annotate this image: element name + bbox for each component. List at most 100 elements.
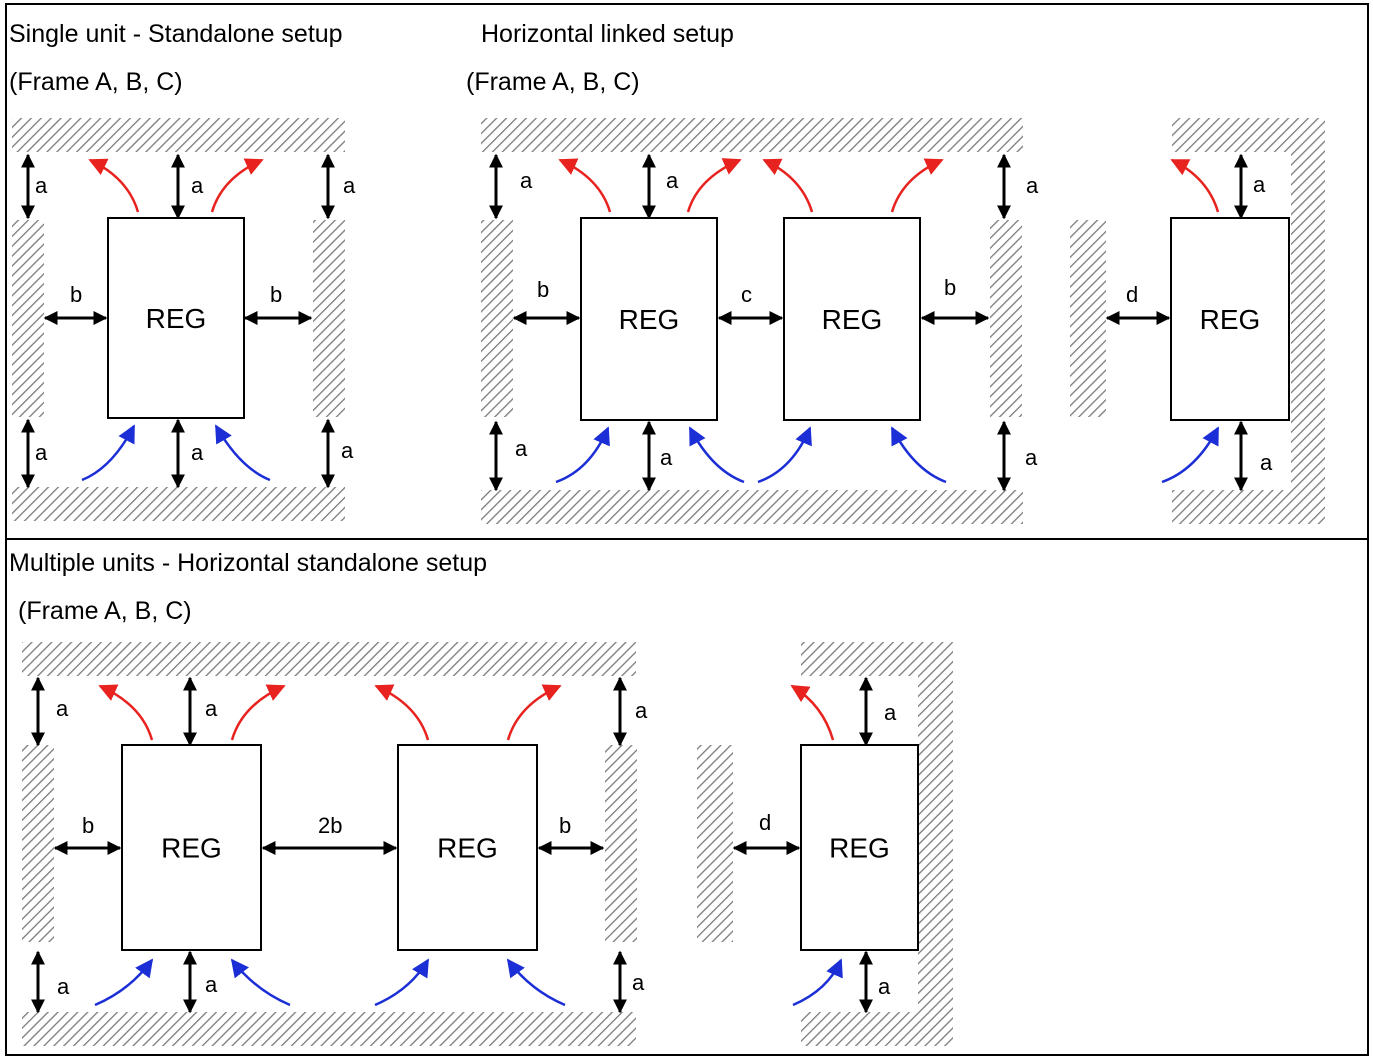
linked-setup-subtitle: (Frame A, B, C) [466, 68, 640, 96]
reg-unit-label: REG [619, 304, 680, 335]
intake-airflow-arrow [757, 426, 812, 484]
multiple-units-subtitle: (Frame A, B, C) [18, 597, 192, 625]
intake-airflow-arrow [792, 958, 843, 1007]
clearance-label-a: a [1026, 173, 1039, 198]
reg-unit-label: REG [161, 833, 222, 864]
reg-unit-box [1170, 217, 1290, 421]
intake-airflow-arrow [890, 426, 947, 484]
exhaust-airflow-arrow [686, 158, 742, 213]
reg-unit-box [800, 744, 919, 951]
clearance-label-d: d [1126, 282, 1138, 307]
clearance-label-b: b [70, 282, 82, 307]
wall-hatch [22, 642, 636, 676]
exhaust-airflow-arrow [890, 158, 944, 213]
clearance-label-a: a [515, 436, 528, 461]
wall-hatch [1172, 490, 1325, 524]
clearance-label-b: b [559, 813, 571, 838]
linked-setup-title: Horizontal linked setup [481, 20, 734, 48]
intake-airflow-arrow [506, 958, 566, 1007]
wall-hatch [22, 745, 54, 942]
clearance-label-a: a [1253, 172, 1266, 197]
clearance-label-a: a [666, 168, 679, 193]
wall-hatch [12, 220, 44, 417]
clearance-label-a: a [343, 173, 356, 198]
reg-unit-box [397, 744, 538, 951]
intake-airflow-arrow [94, 958, 154, 1007]
wall-hatch [801, 1012, 953, 1046]
wall-hatch [12, 118, 345, 152]
wall-hatch [918, 642, 953, 1046]
clearance-label-two_b: 2b [318, 813, 342, 838]
wall-hatch [12, 487, 345, 521]
clearance-label-b: b [944, 275, 956, 300]
intake-airflow-arrow [688, 426, 745, 484]
clearance-label-a: a [1260, 450, 1273, 475]
exhaust-airflow-arrow [98, 684, 154, 741]
clearance-label-c: c [741, 282, 752, 307]
clearance-label-a: a [635, 698, 648, 723]
intake-airflow-arrow [555, 426, 610, 484]
reg-unit-label: REG [437, 833, 498, 864]
units-layer [107, 217, 1290, 951]
clearance-label-a: a [191, 440, 204, 465]
single-unit-subtitle: (Frame A, B, C) [9, 68, 183, 96]
clearance-label-a: a [56, 696, 69, 721]
reg-unit-box [107, 217, 245, 419]
reg-unit-box [783, 217, 921, 421]
intake-airflow-arrow [1161, 426, 1220, 484]
clearance-label-a: a [878, 974, 891, 999]
exhaust-airflow-arrow [506, 684, 562, 741]
clearance-label-b: b [82, 813, 94, 838]
dimension-arrows-layer [21, 153, 1248, 1014]
reg-unit-box [121, 744, 262, 951]
reg-unit-label: REG [146, 303, 207, 334]
wall-hatch [697, 745, 733, 942]
clearance-label-a: a [35, 440, 48, 465]
clearance-label-b: b [270, 282, 282, 307]
clearance-label-a: a [205, 972, 218, 997]
clearance-label-a: a [57, 974, 70, 999]
walls-layer [12, 118, 1325, 1046]
wall-hatch [313, 220, 345, 417]
intake-airflow-arrow [214, 424, 271, 482]
exhaust-airflow-arrow [374, 684, 430, 741]
wall-hatch [481, 220, 513, 417]
wall-hatch [1070, 220, 1106, 417]
top-panel-cell [5, 3, 1369, 540]
exhaust-airflow-arrow [230, 684, 286, 741]
intake-airflow-arrow [81, 424, 136, 482]
exhaust-airflow-arrow [210, 158, 264, 213]
wall-hatch [990, 220, 1022, 417]
clearance-label-a: a [35, 173, 48, 198]
clearance-label-a: a [660, 445, 673, 470]
reg-unit-box [580, 217, 718, 421]
clearance-label-a: a [632, 970, 645, 995]
wall-hatch [22, 1012, 636, 1046]
wall-hatch [481, 118, 1023, 152]
exhaust-airflow-arrow [88, 158, 140, 213]
clearance-label-d: d [759, 810, 771, 835]
clearance-label-a: a [884, 700, 897, 725]
clearance-label-a: a [191, 173, 204, 198]
exhaust-airflow-arrow [558, 158, 612, 213]
wall-hatch [481, 490, 1023, 524]
multiple-units-title: Multiple units - Horizontal standalone s… [9, 549, 488, 577]
wall-hatch [1291, 118, 1325, 524]
airflow-arrows-layer [81, 158, 1220, 1007]
clearance-label-a: a [205, 696, 218, 721]
clearance-label-b: b [537, 277, 549, 302]
exhaust-airflow-arrow [790, 684, 835, 741]
clearance-label-a: a [520, 168, 533, 193]
reg-unit-label: REG [1200, 304, 1261, 335]
bottom-panel-cell [5, 538, 1369, 1056]
clearance-label-a: a [1025, 445, 1038, 470]
reg-unit-label: REG [822, 304, 883, 335]
reg-unit-label: REG [829, 833, 890, 864]
clearance-label-a: a [341, 438, 354, 463]
intake-airflow-arrow [230, 958, 291, 1007]
exhaust-airflow-arrow [1170, 158, 1220, 213]
exhaust-airflow-arrow [762, 158, 814, 213]
intake-airflow-arrow [374, 958, 430, 1007]
single-unit-title: Single unit - Standalone setup [9, 20, 343, 48]
